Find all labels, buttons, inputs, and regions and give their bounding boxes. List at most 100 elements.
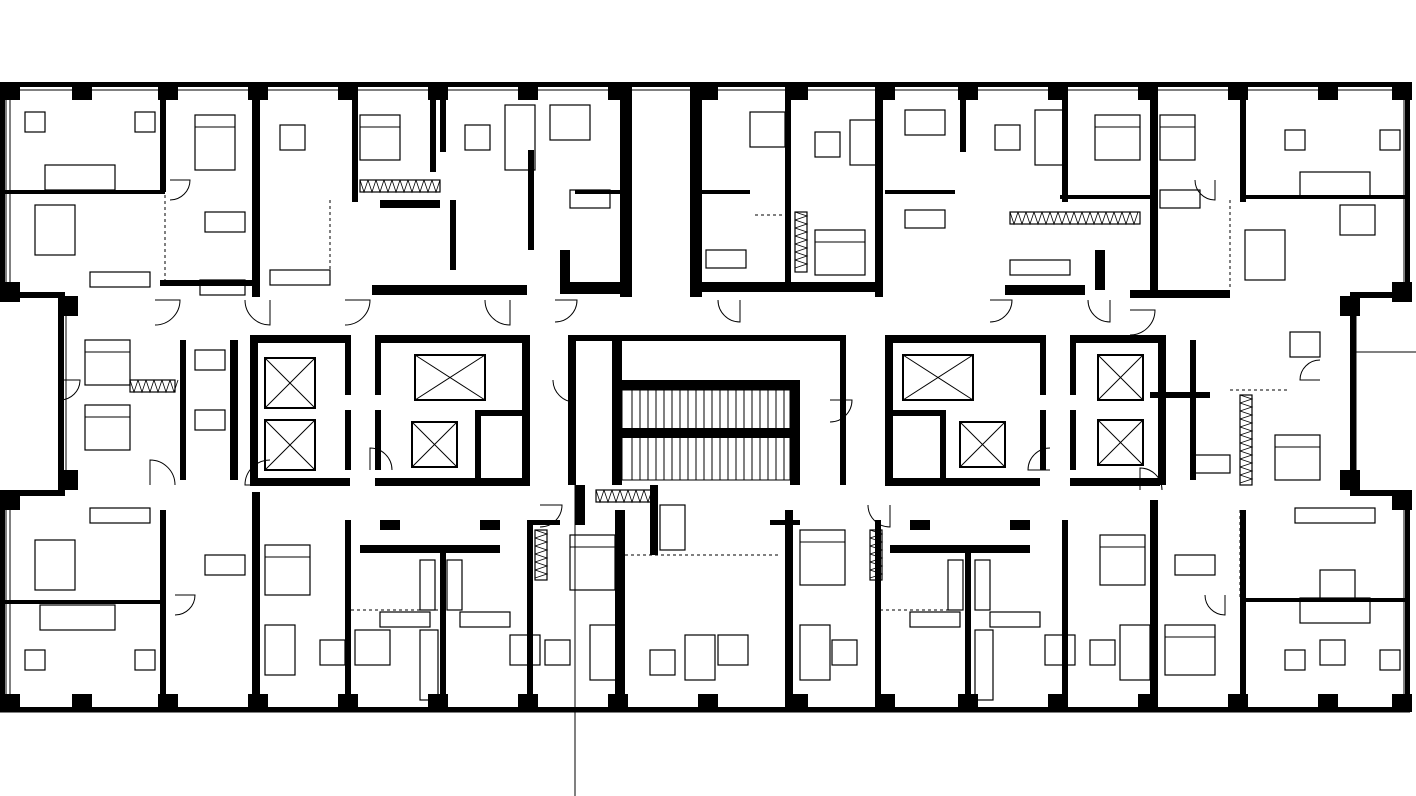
column <box>158 82 178 100</box>
partition-wall <box>160 82 166 192</box>
kitchen-counter-icon <box>269 269 331 286</box>
column <box>1048 694 1068 712</box>
partition-wall <box>430 82 436 172</box>
closet-hanger-icon <box>1073 211 1083 226</box>
partition-wall <box>575 485 585 525</box>
closet-hanger-icon <box>153 379 163 394</box>
partition-wall <box>560 282 620 294</box>
closet-hanger-icon <box>534 561 549 571</box>
core-wall <box>522 335 530 485</box>
column <box>0 282 20 302</box>
partition-wall <box>528 150 534 250</box>
armchair-icon <box>24 111 46 133</box>
elevator-cross <box>264 419 316 471</box>
kitchen-counter-icon <box>89 271 151 288</box>
closet-hanger-icon <box>1239 434 1254 444</box>
partition-wall <box>0 190 165 194</box>
door-swing <box>244 299 271 326</box>
elevator-car <box>264 419 316 471</box>
column <box>248 694 268 712</box>
partition-wall <box>440 545 446 710</box>
bathtub-icon <box>904 209 946 229</box>
column <box>958 694 978 712</box>
sofa-icon <box>799 624 831 681</box>
partition-wall <box>1240 510 1246 710</box>
bed-icon <box>814 229 866 276</box>
closet-hanger-icon <box>1121 211 1131 226</box>
closet-hanger-icon <box>129 379 139 394</box>
bathtub-icon <box>1159 189 1201 209</box>
elevator-cross <box>1097 419 1144 466</box>
closet-hanger-icon <box>1239 450 1254 460</box>
bathtub-icon <box>446 559 463 611</box>
column <box>608 82 628 100</box>
door-swing <box>244 459 271 486</box>
section-lines <box>574 351 1416 796</box>
partition-wall <box>700 282 790 292</box>
column <box>518 82 538 100</box>
door-swing <box>174 594 196 616</box>
column <box>1340 296 1360 316</box>
dining-table-icon <box>549 104 591 141</box>
closet-hanger-icon <box>869 553 884 563</box>
bed-icon <box>84 404 131 451</box>
door-swing <box>829 399 853 423</box>
armchair-icon <box>1379 129 1401 151</box>
column <box>1392 490 1412 510</box>
sofa-icon <box>1299 171 1371 198</box>
partition-wall <box>530 520 560 525</box>
armchair-icon <box>994 124 1021 151</box>
core-wall <box>890 410 940 416</box>
closet-hanger-icon <box>375 179 385 194</box>
bed-icon <box>569 534 616 591</box>
armchair-icon <box>1284 649 1306 671</box>
dining-table-icon <box>509 634 541 666</box>
closet-hanger-icon <box>794 211 809 221</box>
partition-wall <box>527 520 533 710</box>
closet-hanger-icon <box>1041 211 1051 226</box>
bed-icon <box>1159 114 1196 161</box>
sofa-icon <box>849 119 881 166</box>
column <box>158 694 178 712</box>
core-wall <box>345 335 351 395</box>
door-swing <box>1139 467 1163 491</box>
sofa-icon <box>504 104 536 171</box>
column <box>428 82 448 100</box>
bed-icon <box>1094 114 1141 161</box>
closet-hanger-icon <box>1065 211 1075 226</box>
door-swing <box>1194 179 1216 201</box>
door-swing <box>1027 447 1051 471</box>
partition-wall <box>965 545 971 710</box>
exterior-wall <box>58 292 64 496</box>
armchair-icon <box>1379 649 1401 671</box>
sofa-icon <box>589 624 621 681</box>
bed-icon <box>799 529 846 586</box>
closet-hanger-icon <box>1239 466 1254 476</box>
column <box>1138 82 1158 100</box>
bed-icon <box>1164 624 1216 676</box>
bathtub-icon <box>1194 454 1231 474</box>
elevator-car <box>414 354 486 401</box>
partition-wall <box>875 520 881 710</box>
core-wall <box>885 478 1040 486</box>
closet-hanger-icon <box>367 179 377 194</box>
door-swing <box>867 504 891 528</box>
column <box>72 82 92 100</box>
closet-hanger-icon <box>407 179 417 194</box>
core-wall <box>612 380 622 485</box>
bathtub-icon <box>569 189 611 209</box>
closet-hanger-icon <box>627 489 637 504</box>
partition-wall <box>1150 500 1158 712</box>
core-wall <box>230 340 238 480</box>
kitchen-counter-icon <box>1294 507 1376 524</box>
core-wall <box>1158 335 1166 485</box>
elevator-cross <box>902 354 974 401</box>
armchair-icon <box>319 639 346 666</box>
column <box>1392 694 1412 712</box>
column <box>72 694 92 712</box>
closet-hanger-icon <box>1239 458 1254 468</box>
closet-hanger-icon <box>1239 394 1254 404</box>
closet-hanger-icon <box>1057 211 1067 226</box>
column <box>875 694 895 712</box>
exterior-wall <box>1350 490 1410 496</box>
